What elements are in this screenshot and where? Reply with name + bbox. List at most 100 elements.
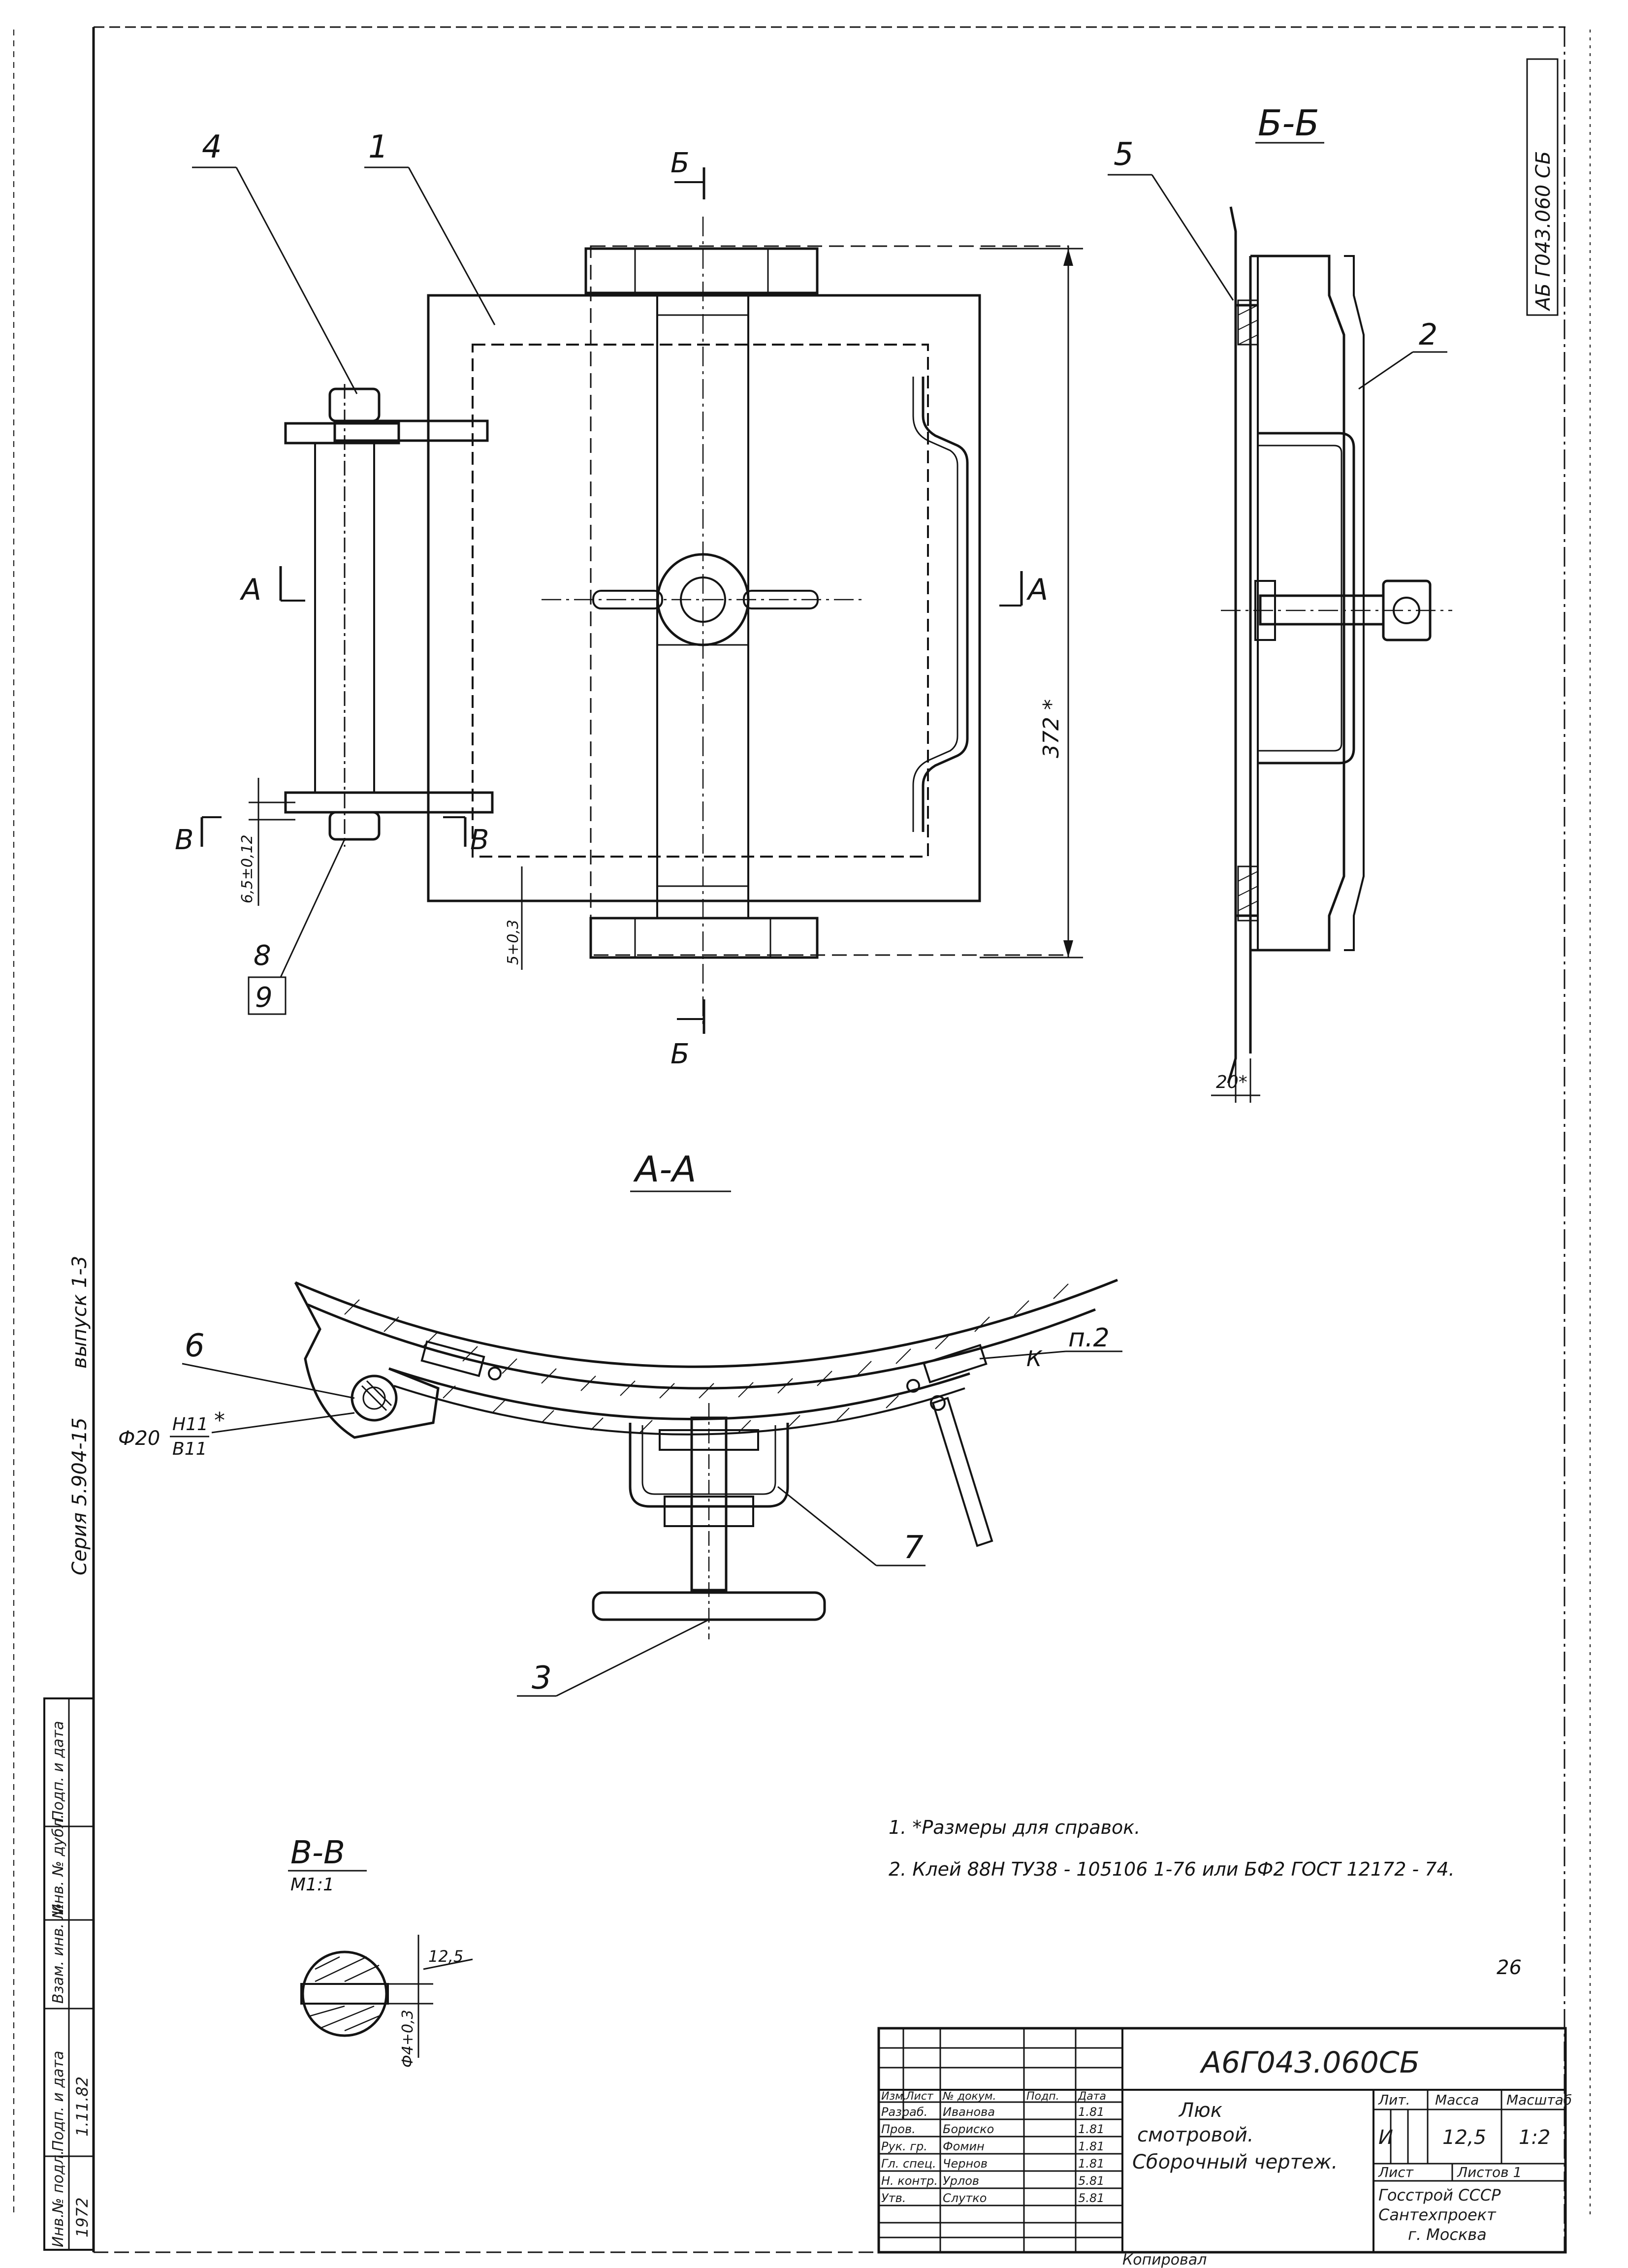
- section-aa-view: А-А: [118, 1149, 1122, 1697]
- code-stamp: АБ Г043.060 СБ: [1532, 151, 1555, 312]
- tb-name-4: Чернов: [943, 2157, 988, 2171]
- aa-gasket-left: [420, 1340, 485, 1377]
- callout-3: 3: [532, 1660, 552, 1696]
- tb-role-5: Н. контр.: [881, 2174, 938, 2188]
- callout-5: 5: [1114, 136, 1134, 173]
- tb-sheets-label: Листов 1: [1457, 2164, 1522, 2180]
- callout-4: 4: [202, 129, 222, 165]
- dim-6-5: 6,5±0,12: [239, 834, 256, 903]
- tb-org-1: Госстрой СССР: [1378, 2186, 1501, 2204]
- hinge-bottom-plate: [284, 791, 494, 814]
- code-stamp-box: [1526, 58, 1559, 316]
- aa-plate-hatching: [344, 1283, 1069, 1433]
- dim-20: 20*: [1216, 1072, 1247, 1092]
- tb-scale-label: Масштаб: [1506, 2092, 1572, 2108]
- tb-header-date: Дата: [1078, 2090, 1106, 2103]
- vv-pin-section: [301, 1950, 388, 2037]
- tb-header-sign: Подп.: [1026, 2090, 1059, 2103]
- aa-inner-plate: [388, 1367, 970, 1421]
- tb-sheet-label: Лист: [1378, 2164, 1414, 2180]
- dim-5: 5+0,3: [505, 920, 522, 965]
- tb-date-4: 1.81: [1078, 2157, 1104, 2171]
- note-2: 2. Клей 88Н ТУ38 - 105106 1-76 или БФ2 Г…: [889, 1858, 1455, 1880]
- aa-outer-plate: [295, 1278, 1118, 1368]
- tb-org-2: Сантехпроект: [1378, 2205, 1497, 2224]
- door-plate: [427, 294, 981, 902]
- top-bracket: [584, 247, 819, 294]
- tb-role-4: Гл. спец.: [881, 2157, 936, 2171]
- handle-bar-right: [743, 590, 819, 609]
- tb-header-izm: Изм.: [881, 2090, 907, 2103]
- handle-bar-left: [592, 590, 663, 609]
- fit-dim-star: *: [214, 1408, 225, 1433]
- callout-9: 9: [255, 982, 273, 1014]
- aa-stay-rod: [931, 1397, 993, 1547]
- dim-372: 372 *: [1039, 699, 1064, 758]
- callout-2: 2: [1419, 318, 1437, 352]
- tb-name-2: Бориско: [943, 2122, 994, 2136]
- callout-p2: п.2: [1068, 1323, 1110, 1353]
- tb-name-6: Слутко: [943, 2191, 987, 2205]
- margin-val-2: 1.11.82: [73, 2076, 92, 2137]
- callout-6: 6: [185, 1328, 205, 1364]
- front-view: 372 * 5+0,3 6,5±0,12 Б Б А А В В 1: [175, 129, 1083, 1070]
- callout-1: 1: [368, 129, 388, 165]
- tb-name-3: Фомин: [943, 2140, 985, 2153]
- handwheel-hub: [656, 553, 750, 646]
- callout-7: 7: [903, 1530, 924, 1566]
- tb-name-line2: смотровой.: [1137, 2124, 1254, 2146]
- small-mark: 26: [1497, 1956, 1522, 1979]
- tb-name-1: Иванова: [943, 2105, 995, 2119]
- tb-date-1: 1.81: [1078, 2105, 1104, 2119]
- section-mark-v-right: В: [470, 824, 489, 856]
- tb-header-list: Лист: [905, 2090, 934, 2103]
- tb-name-5: Урлов: [943, 2174, 979, 2188]
- tb-date-3: 1.81: [1078, 2140, 1104, 2153]
- section-mark-v-left: В: [175, 824, 193, 856]
- bb-plate-outer: [1227, 206, 1237, 1084]
- hinge-bottom-nut: [328, 811, 381, 841]
- section-bb-view: Б-Б 20* 5: [1108, 102, 1452, 1103]
- tb-role-1: Разраб.: [881, 2105, 927, 2119]
- tb-date-2: 1.81: [1078, 2122, 1104, 2136]
- tb-role-2: Пров.: [881, 2122, 916, 2136]
- title-block: Изм. Лист № докум. Подп. Дата Разраб. Ив…: [877, 2027, 1572, 2254]
- margin-col-5: Подп. и дата: [50, 1721, 67, 1821]
- tb-role-6: Утв.: [881, 2191, 906, 2205]
- aa-gasket-right: [923, 1343, 988, 1384]
- section-mark-b-bottom: Б: [670, 1038, 689, 1070]
- tb-lit-value: И: [1378, 2126, 1393, 2149]
- tb-scale-value: 1:2: [1519, 2126, 1550, 2149]
- tb-mass-label: Масса: [1435, 2092, 1479, 2108]
- bottom-bracket: [589, 917, 819, 959]
- callout-k: К: [1026, 1346, 1043, 1372]
- view-title-bb: Б-Б: [1258, 102, 1319, 144]
- hinge-top-plate: [333, 419, 489, 442]
- callout-9-box: [248, 976, 287, 1015]
- aa-hinge-body: [294, 1281, 440, 1439]
- section-mark-a-left: А: [239, 573, 261, 607]
- margin-col-4: Инв. № дубл.: [50, 1814, 67, 1915]
- tb-role-3: Рук. гр.: [881, 2140, 927, 2153]
- margin-col-3: Взам. инв. №: [50, 1903, 67, 2004]
- issue-label: выпуск 1-3: [68, 1256, 91, 1369]
- fit-dim-numerator: Н11: [172, 1414, 208, 1435]
- section-mark-a-right: А: [1026, 573, 1048, 607]
- margin-col-2: Подп. и дата: [50, 2051, 67, 2151]
- margin-stamp-table: Инв.№ подл. Подп. и дата Взам. инв. № Ин…: [43, 1697, 95, 2251]
- tb-date-5: 5.81: [1078, 2174, 1104, 2188]
- tb-date-6: 5.81: [1078, 2191, 1104, 2205]
- view-scale-vv: М1:1: [290, 1875, 334, 1895]
- tb-mass-value: 12,5: [1442, 2126, 1486, 2149]
- door-grip: [922, 377, 969, 832]
- series-label: Серия 5.904-15: [68, 1417, 91, 1575]
- view-title-vv: В-В: [290, 1835, 345, 1871]
- tb-lit-label: Лит.: [1378, 2092, 1410, 2108]
- margin-val-1: 1972: [73, 2198, 92, 2237]
- vv-dim-phi4: Ф4+0,3: [399, 2010, 416, 2068]
- note-1: 1. *Размеры для справок.: [889, 1817, 1140, 1838]
- margin-col-1: Инв.№ подл.: [50, 2150, 67, 2247]
- bottom-copied-by: Копировал: [1122, 2251, 1207, 2268]
